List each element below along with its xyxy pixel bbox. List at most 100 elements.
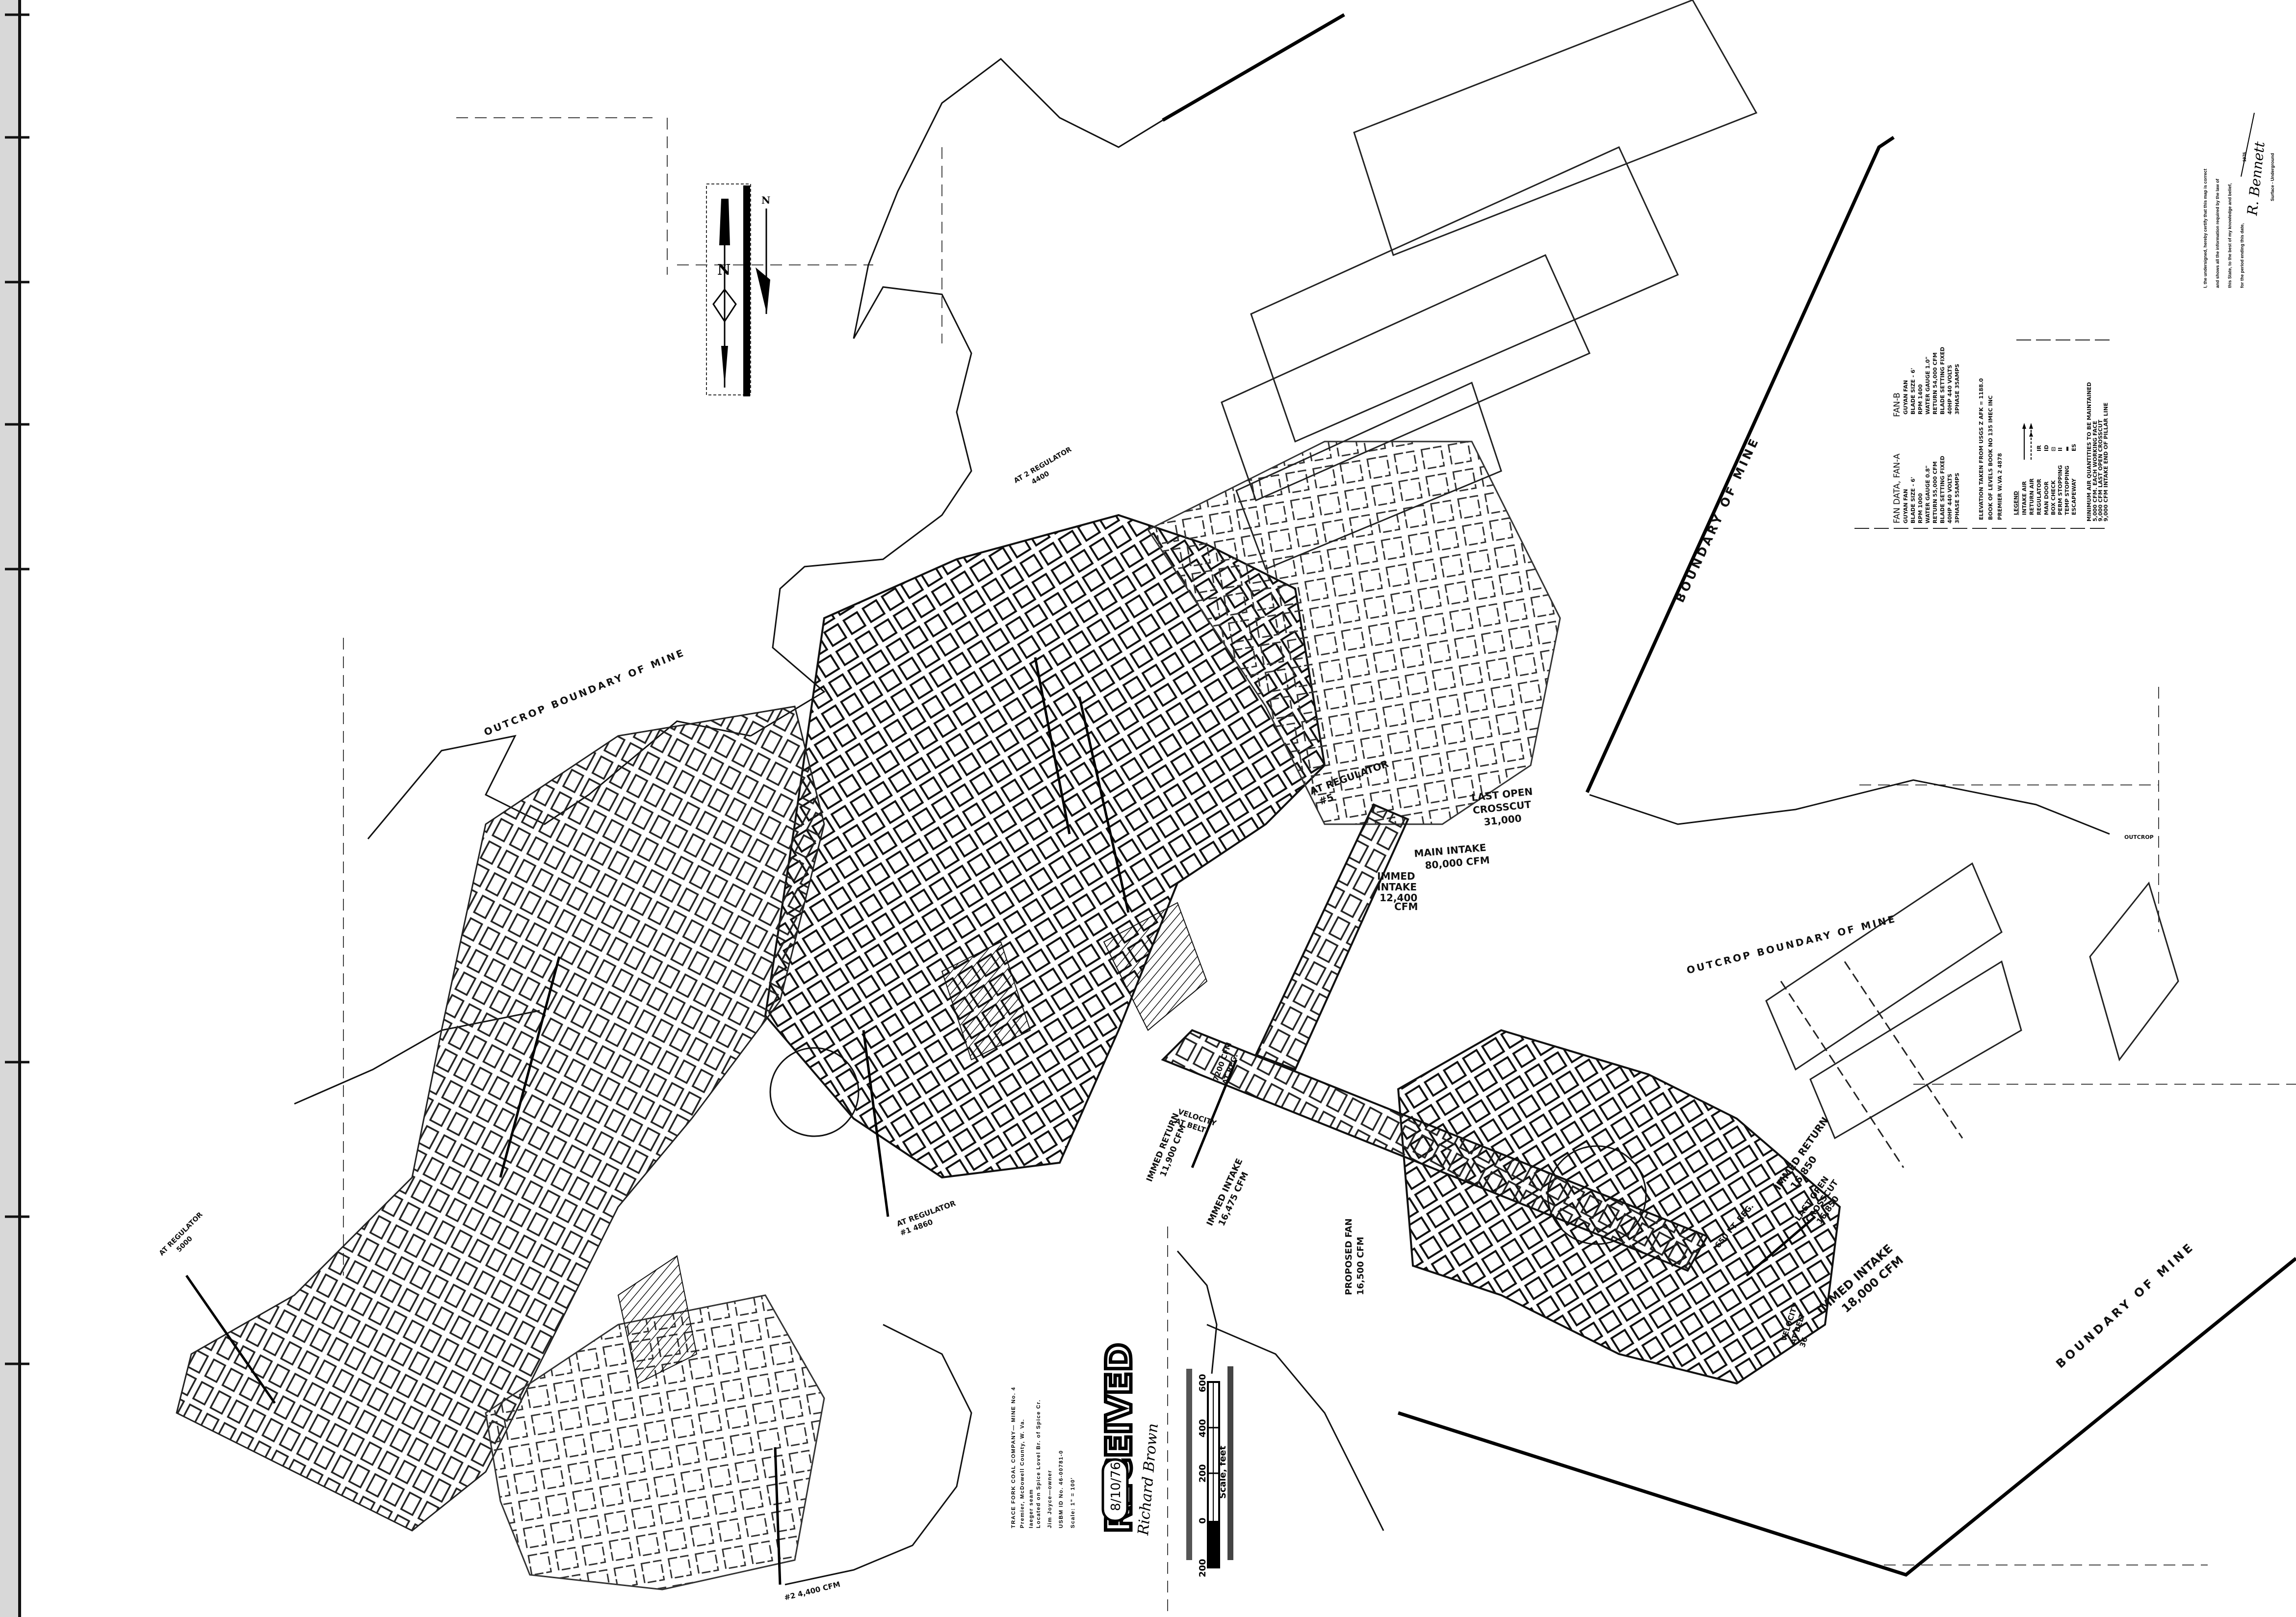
scale-bar: 200 0 200 400 600 Scale, feet (1186, 1366, 1233, 1577)
elevation-note: ELEVATION TAKEN FROM USGS Z AFK = 1188.0… (1978, 378, 2003, 520)
fan-a-line: 40HP 440 VOLTS (1947, 473, 1953, 523)
outcrop-boundary-label-left: OUTCROP BOUNDARY OF MINE (482, 647, 687, 738)
label-velocity-belt-36-l3: 36 (1798, 1336, 1810, 1348)
entry-northeast (1254, 803, 1409, 1071)
title-usbm-id: USBM ID No. 46-00781-0 (1058, 1450, 1064, 1528)
scan-edge-ruler (0, 0, 29, 1617)
scale-bar-title: Scale, feet (1218, 1445, 1228, 1499)
title-company-mine: TRACE FORK COAL COMPANY— MINE No. 4 (1011, 1386, 1017, 1528)
workings-central (764, 514, 1326, 1179)
fan-a-line: BLADE SETTING FIXED (1939, 456, 1946, 523)
fan-a-line: RPM 1000 (1917, 493, 1924, 523)
legend-item-man-door: MAN DOOR (2043, 481, 2050, 515)
boundary-of-mine-label-lower: BOUNDARY OF MINE (2053, 1239, 2197, 1371)
temp-stopping-symbol-icon: ▬ (2064, 446, 2070, 451)
perm-stopping-symbol-icon: II (2057, 447, 2063, 451)
elevation-line: BOOK OF LEVELS BOOK NO 135 IMEC INC (1987, 395, 1994, 520)
legend-item-regulator: REGULATOR (2036, 479, 2042, 515)
panel-outlines (1221, 0, 2179, 1168)
elevation-line: PREMIER W.VA 2 4878 (1997, 453, 2003, 520)
label-immed-intake-12400-l1: IMMED (1377, 870, 1415, 882)
legend-item-perm-stopping: PERM STOPPING (2057, 465, 2063, 515)
box-check-symbol-icon: ⊡ (2050, 447, 2057, 451)
label-proposed-fan-l2: 16,500 CFM (1356, 1237, 1366, 1295)
regulator-symbol-icon: IR (2036, 445, 2042, 451)
outcrop-tag: OUTCROP (2124, 834, 2154, 840)
scale-tick-label: 200 (1198, 1559, 1208, 1577)
return-air-arrow-icon (2029, 423, 2033, 460)
outcrop-boundary-label-right: OUTCROP BOUNDARY OF MINE (1685, 913, 1898, 976)
map-legend: LEGEND INTAKE AIR RETURN AIR REGULATOR M… (2013, 423, 2077, 515)
fan-data-block: FAN DATA, FAN-A GUYAN FAN BLADE SIZE - 6… (1892, 347, 1960, 523)
main-entry-corridor (1161, 1029, 1709, 1272)
fan-a-heading: FAN DATA, FAN-A (1892, 453, 1902, 523)
received-stamp: RECEIVED 8/10/76 Richard Brown (1097, 1341, 1162, 1536)
fan-b-line: 40HP 440 VOLTS (1947, 365, 1953, 415)
certification-line: I, the undersigned, hereby certify that … (2203, 169, 2208, 288)
scale-tick-label: 600 (1198, 1374, 1208, 1392)
man-door-symbol-icon: ID (2043, 445, 2050, 451)
fan-b-line: BLADE SETTING FIXED (1939, 347, 1946, 415)
stamp-date: 8/10/76 (1109, 1462, 1123, 1511)
min-air-line: 5,000 CFM. EACH WORKING FACE (2092, 421, 2098, 522)
mine-boundary-lines (1162, 13, 2296, 1577)
legend-heading: LEGEND (2013, 491, 2019, 515)
escapeway-symbol-icon: ES (2071, 443, 2077, 451)
legend-item-box-check: BOX CHECK (2050, 480, 2057, 515)
min-air-line: 9,000 CFM LAST OPEN CROSSCUT (2097, 419, 2104, 522)
fan-a-line: WATER GAUGE 0.8" (1925, 466, 1931, 523)
mine-workings (176, 441, 1841, 1591)
title-located-on: Located on Spice Lovel Br. of Spice Cr. (1036, 1399, 1042, 1528)
hatched-area-2 (617, 1255, 698, 1384)
fan-a-line: RETURN 55,000 CFM (1932, 461, 1938, 523)
certification-block: I, the undersigned, hereby certify that … (2203, 112, 2275, 288)
scale-tick-label: 0 (1198, 1517, 1208, 1524)
fan-b-line: 3PHASE 35AMPS (1954, 364, 1960, 415)
min-air-heading: MINIMUM AIR QUANTITIES TO BE MAINTAINED (2086, 382, 2092, 522)
certification-line: and shows all the information required b… (2215, 178, 2220, 288)
scale-tick-label: 400 (1198, 1419, 1208, 1437)
title-owner: Jim Joyce—owner (1047, 1470, 1053, 1528)
fan-a-line: GUYAN FAN (1903, 489, 1909, 523)
min-air-line: 9,000 CFM INTAKE END OF PILLAR LINE (2103, 403, 2109, 522)
legend-frame-lines (1854, 339, 2110, 529)
compass-diamond (712, 288, 737, 323)
fan-b-heading: FAN-B (1892, 392, 1902, 417)
fan-a-line: BLADE SIZE - 6' (1910, 477, 1916, 523)
minimum-air-quantities: MINIMUM AIR QUANTITIES TO BE MAINTAINED … (2086, 382, 2109, 522)
shaft-circles (769, 1047, 1647, 1245)
workings-upper-right (1147, 441, 1561, 825)
intake-air-arrow-icon (2022, 423, 2026, 460)
label-immed-intake-12400-l2: INTAKE (1377, 881, 1417, 893)
fan-b-line: RPM 1400 (1917, 384, 1924, 415)
title-seam: Iaeger seam (1028, 1489, 1034, 1528)
label-immed-intake-12400-l4: CFM (1394, 901, 1418, 913)
title-location: Premier, McDowell County, W. Va. (1019, 1419, 1025, 1528)
scale-tick-label: 200 (1198, 1464, 1208, 1483)
certification-date: 1976 (2242, 152, 2247, 162)
label-proposed-fan-l1: PROPOSED FAN (1344, 1218, 1354, 1295)
certification-signature: R. Bennett (2244, 140, 2268, 217)
fan-b-line: BLADE SIZE - 6' (1910, 368, 1916, 415)
workings-left (176, 705, 825, 1532)
hatched-area-1 (1103, 902, 1208, 1031)
certification-line: this State, to the best of my knowledge … (2227, 183, 2232, 288)
legend-item-intake-air: INTAKE AIR (2021, 481, 2028, 515)
fan-b-line: GUYAN FAN (1903, 380, 1909, 415)
magnetic-north-label: N (761, 194, 770, 206)
north-arrow-label: N (717, 261, 731, 279)
title-scale: Scale: 1" = 100' (1070, 1477, 1076, 1528)
certification-line: for the period ending this date, (2240, 223, 2244, 288)
title-block: TRACE FORK COAL COMPANY— MINE No. 4 Prem… (1011, 1386, 1076, 1528)
legend-item-temp-stopping: TEMP STOPPING (2064, 466, 2070, 515)
north-arrow: N N (706, 183, 770, 396)
fan-a-line: 3PHASE 55AMPS (1954, 472, 1960, 523)
fan-b-line: RETURN 54,000 CFM (1932, 352, 1938, 415)
legend-item-return-air: RETURN AIR (2029, 478, 2035, 515)
property-grid-lines (343, 117, 2296, 1617)
elevation-line: ELEVATION TAKEN FROM USGS Z AFK = 1188.0 (1978, 378, 1984, 520)
air-flow-arrows (185, 657, 1816, 1585)
boundary-of-mine-label-upper: BOUNDARY OF MINE (1673, 434, 1762, 604)
hatched-area-3 (941, 941, 1031, 1061)
